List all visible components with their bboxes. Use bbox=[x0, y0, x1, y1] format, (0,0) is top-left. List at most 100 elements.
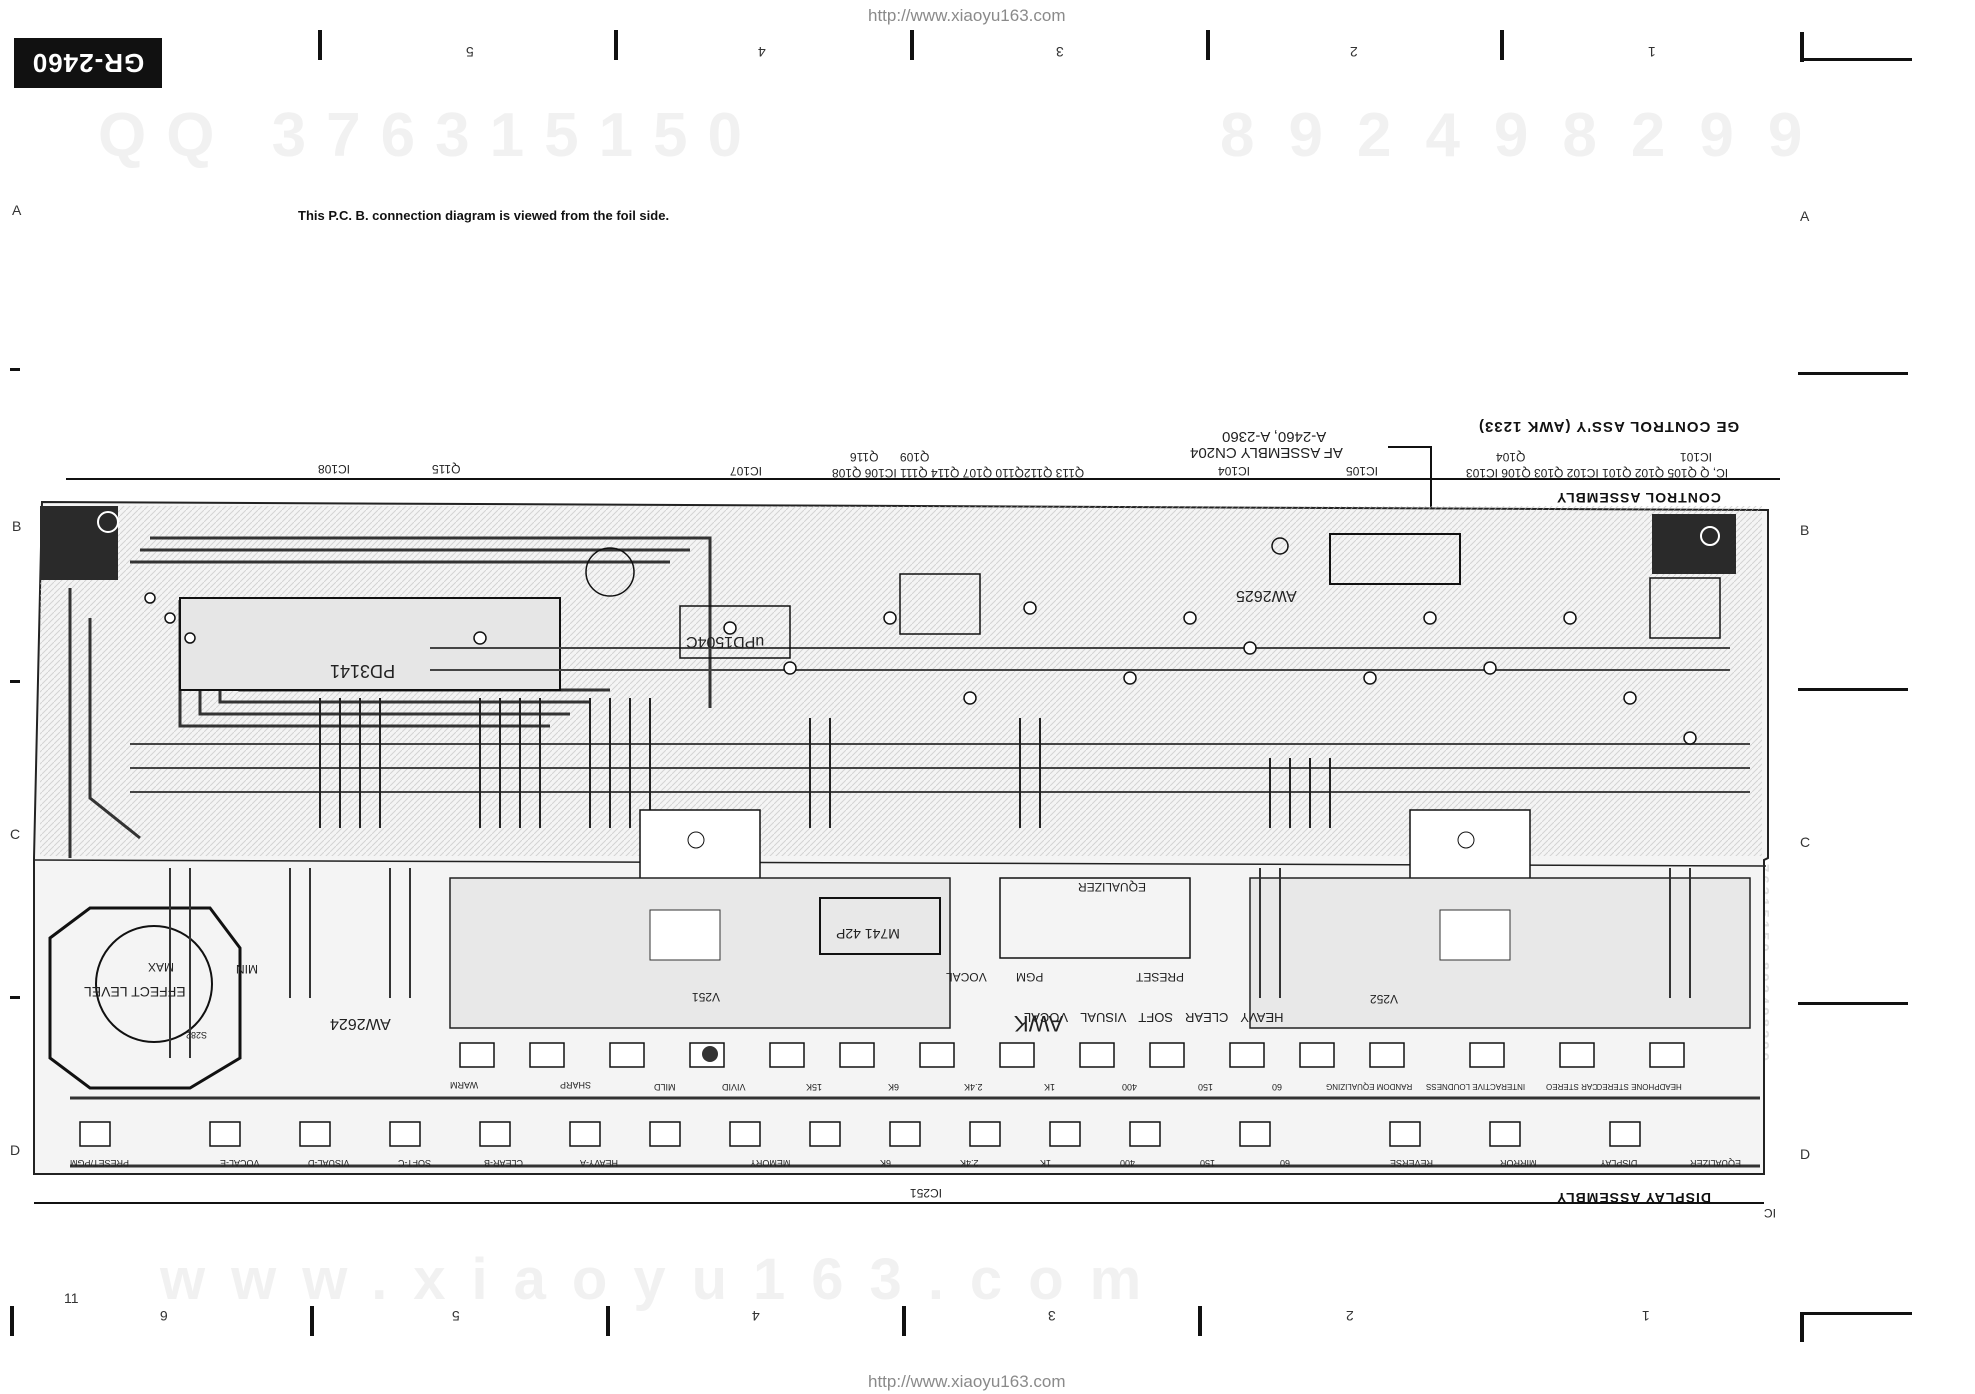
q109-label: Q109 bbox=[900, 450, 930, 464]
warm-label: WARM bbox=[450, 1080, 479, 1090]
ic105-label: IC105 bbox=[1346, 464, 1379, 478]
switch-label: CLEAR-B bbox=[484, 1158, 524, 1168]
display-tube-label: PD3141 bbox=[330, 661, 396, 681]
af-callout bbox=[1430, 446, 1432, 536]
grid-number-top: 2 bbox=[1350, 44, 1358, 60]
switch-label: 1K bbox=[1040, 1158, 1052, 1168]
grid-dash bbox=[10, 368, 20, 371]
ic107-label: IC107 bbox=[730, 464, 763, 478]
grid-tick bbox=[910, 30, 914, 60]
display-assembly-label: DISPLAY ASSEMBLY bbox=[1556, 1190, 1712, 1206]
v252-label: V252 bbox=[1370, 992, 1399, 1006]
switch-label: MILD bbox=[654, 1082, 676, 1092]
grid-number-bottom: 4 bbox=[752, 1308, 760, 1324]
switch-label: 6K bbox=[888, 1082, 900, 1092]
ic-bottom-label: IC bbox=[1764, 1206, 1776, 1220]
source-url-top[interactable]: http://www.xiaoyu163.com bbox=[868, 6, 1066, 25]
grid-number-bottom: 1 bbox=[1642, 1308, 1650, 1324]
vocal-label: VOCAL bbox=[946, 970, 987, 984]
pcb-board bbox=[33, 500, 1769, 1175]
row-letter-right: B bbox=[1800, 522, 1810, 538]
row-letter-right: D bbox=[1800, 1146, 1811, 1162]
switch-label: VISUAL-D bbox=[308, 1158, 350, 1168]
preset-label: PRESET bbox=[1136, 970, 1185, 984]
grid-dash bbox=[10, 996, 20, 999]
ic108-label: IC108 bbox=[318, 462, 351, 476]
af-callout bbox=[1388, 446, 1432, 448]
model-badge: GR-2460 bbox=[14, 38, 162, 88]
row-letter-right: A bbox=[1800, 208, 1810, 224]
effect-level-label: EFFECT LEVEL bbox=[84, 984, 186, 1000]
switch-label-row-lower: PRESET/PGM VOCAL-E VISUAL-D SOFT-C CLEAR… bbox=[60, 1158, 1750, 1172]
switch-label: MEMORY bbox=[750, 1158, 791, 1168]
switch-label: REVERSE bbox=[1390, 1158, 1434, 1168]
grid-tick bbox=[902, 1306, 906, 1336]
ic101-label: IC101 bbox=[1680, 450, 1713, 464]
row-letter-left: A bbox=[12, 202, 22, 218]
mode-row: HEAVY CLEAR SOFT VISUAL VOCAL bbox=[1024, 1010, 1283, 1025]
switch-label: SOFT-C bbox=[398, 1158, 431, 1168]
switch-label: 6K bbox=[880, 1158, 892, 1168]
sharp-label: SHARP bbox=[560, 1080, 592, 1090]
switch-label: 2.4K bbox=[960, 1158, 979, 1168]
corner-mark bbox=[1800, 1312, 1912, 1315]
v251-label: V251 bbox=[692, 990, 721, 1004]
watermark-top-right: 892498299 bbox=[1220, 101, 1837, 170]
mode-heavy: HEAVY bbox=[1240, 1010, 1284, 1025]
grid-tick bbox=[318, 30, 322, 60]
page-number: 11 bbox=[64, 1290, 79, 1306]
switch-label: EQUALIZER bbox=[1690, 1158, 1742, 1168]
switch-label: 60 bbox=[1280, 1158, 1291, 1168]
footer-rule bbox=[34, 1202, 1764, 1204]
q115-label: Q115 bbox=[432, 462, 461, 476]
ic-upper-label: uPD1504C bbox=[686, 633, 765, 650]
corner-mark bbox=[1800, 1312, 1804, 1342]
switch-label: DISPLAY bbox=[1600, 1158, 1638, 1168]
grid-tick bbox=[10, 1306, 14, 1336]
grid-tick bbox=[606, 1306, 610, 1336]
ic251-label: IC251 bbox=[910, 1186, 943, 1200]
mode-soft: SOFT bbox=[1138, 1010, 1173, 1025]
row-letter-right: C bbox=[1800, 834, 1811, 850]
q116-label: Q116 bbox=[850, 450, 879, 464]
grid-tick bbox=[614, 30, 618, 60]
af-note-line2: AF ASSEMBLY CN204 bbox=[1190, 444, 1343, 461]
grid-dash bbox=[10, 680, 20, 683]
switch-label: 150 bbox=[1198, 1082, 1214, 1092]
switch-label: CAR STEREO bbox=[1546, 1082, 1599, 1091]
grid-number-bottom: 2 bbox=[1346, 1308, 1354, 1324]
grid-number-top: 4 bbox=[758, 44, 766, 60]
row-letter-left: B bbox=[12, 518, 22, 534]
board-code-upper: AW2625 bbox=[1236, 587, 1297, 604]
grid-number-top: 5 bbox=[466, 44, 474, 60]
assembly-title: GE CONTROL ASS'Y (AWK 1233) bbox=[1478, 418, 1740, 435]
watermark-bottom: www.xiaoyu163.com bbox=[160, 1247, 1168, 1312]
switch-label: INTERACTIVE LOUDNESS bbox=[1426, 1082, 1526, 1091]
af-note-line1: A-2460, A-2360 bbox=[1222, 428, 1327, 445]
switch-label: VOCAL-E bbox=[220, 1158, 260, 1168]
grid-number-bottom: 3 bbox=[1048, 1308, 1056, 1324]
grid-tick bbox=[1500, 30, 1504, 60]
switch-label: 60 bbox=[1272, 1082, 1283, 1092]
header-rule bbox=[66, 478, 1780, 480]
switch-label: MIRROR bbox=[1500, 1158, 1537, 1168]
mode-vocal: VOCAL bbox=[1024, 1010, 1069, 1025]
ic104-label: IC104 bbox=[1218, 464, 1251, 478]
grid-tick bbox=[310, 1306, 314, 1336]
switch-label: 15K bbox=[806, 1082, 823, 1092]
switch-label: HEADPHONE STEREO bbox=[1596, 1082, 1682, 1091]
row-letter-left: C bbox=[10, 826, 21, 842]
switch-label: 2.4K bbox=[964, 1082, 983, 1092]
equalizer-label: EQUALIZER bbox=[1078, 880, 1147, 894]
switch-label-row-upper: MILD VIVID 15K 6K 2.4K 1K 400 150 60 RAN… bbox=[626, 1082, 1686, 1096]
ic-lower-label: M741 42P bbox=[836, 926, 900, 942]
grid-number-top: 1 bbox=[1648, 44, 1656, 60]
source-url-bottom[interactable]: http://www.xiaoyu163.com bbox=[868, 1372, 1066, 1391]
corner-mark bbox=[1800, 32, 1804, 62]
switch-label: 400 bbox=[1120, 1158, 1136, 1168]
switch-label: 400 bbox=[1122, 1082, 1138, 1092]
mode-visual: VISUAL bbox=[1080, 1010, 1127, 1025]
min-label: MIN bbox=[236, 962, 258, 976]
grid-dash bbox=[1798, 688, 1908, 691]
grid-number-bottom: 5 bbox=[452, 1308, 460, 1324]
